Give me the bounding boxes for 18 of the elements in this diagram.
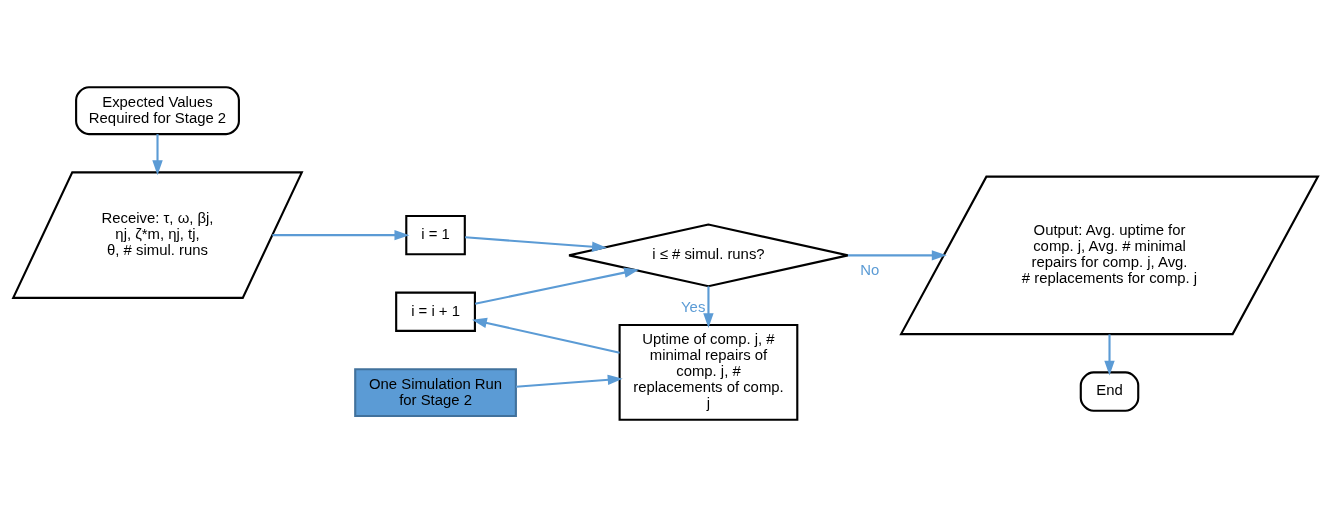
arrow bbox=[1104, 334, 1115, 376]
node-box: End bbox=[1079, 371, 1140, 412]
arrow bbox=[703, 286, 714, 329]
arrow bbox=[847, 250, 947, 261]
edge-label: Yes bbox=[681, 299, 706, 316]
node-box: One Simulation Run for Stage 2 bbox=[354, 368, 517, 418]
arrow bbox=[471, 317, 620, 354]
arrow bbox=[474, 267, 640, 305]
node-box: i = i + 1 bbox=[395, 291, 476, 332]
edge-label: No bbox=[860, 261, 880, 278]
arrow bbox=[272, 229, 410, 241]
node-box: Uptime of comp. j, # minimal repairs of comp. j, # replacements of comp. j bbox=[618, 324, 799, 421]
node-box: i = 1 bbox=[405, 214, 466, 256]
arrow bbox=[465, 236, 607, 252]
node-diamond: i ≤ # simul. runs? bbox=[568, 223, 849, 288]
node-box: Expected Values Required for Stage 2 bbox=[75, 86, 240, 136]
arrow bbox=[152, 134, 163, 176]
arrow bbox=[515, 374, 623, 388]
